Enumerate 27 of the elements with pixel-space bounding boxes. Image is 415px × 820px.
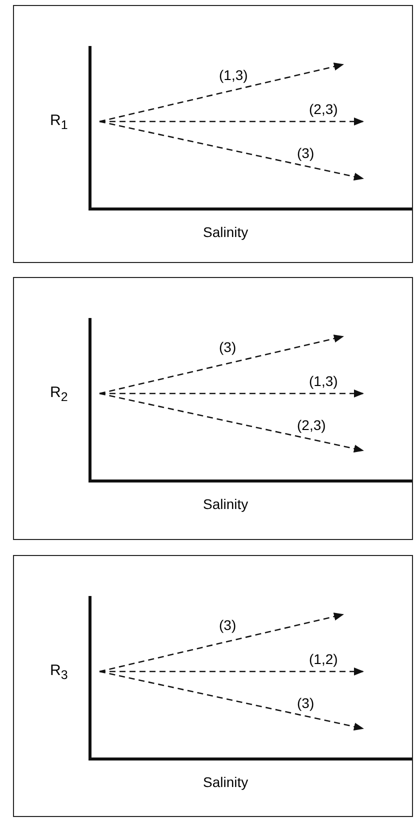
edge-label: (1,3) <box>308 372 339 388</box>
dashed-arrow <box>100 390 364 398</box>
variable-label: R$_{1}$ <box>44 108 99 134</box>
dashed-arrow <box>100 118 364 126</box>
dashed-arrow <box>99 334 344 394</box>
edge-label: (2,3) <box>308 100 339 116</box>
dashed-arrow <box>99 612 344 672</box>
variable-label: R$_{3}$ <box>44 658 99 684</box>
dashed-arrow <box>100 668 364 676</box>
graph-panel <box>13 555 413 817</box>
edge-label: (3) <box>218 338 238 354</box>
edge-label: (3) <box>218 616 238 632</box>
variable-label: R$_{2}$ <box>44 380 99 406</box>
dashed-arrow <box>99 120 364 180</box>
axis-label: Salinity <box>203 496 248 512</box>
edge-label: (1,3) <box>218 66 249 82</box>
dashed-arrow <box>99 62 344 122</box>
edge-label: (3) <box>296 694 316 710</box>
axis-label: Salinity <box>203 224 248 240</box>
graph-panel <box>13 5 413 263</box>
dashed-arrow <box>99 670 364 730</box>
axis-label: Salinity <box>203 774 248 790</box>
graph-panel <box>13 277 413 540</box>
edge-label: (2,3) <box>296 416 327 432</box>
edge-label: (1,2) <box>308 650 339 666</box>
dashed-arrow <box>99 392 364 452</box>
edge-label: (3) <box>296 144 316 160</box>
